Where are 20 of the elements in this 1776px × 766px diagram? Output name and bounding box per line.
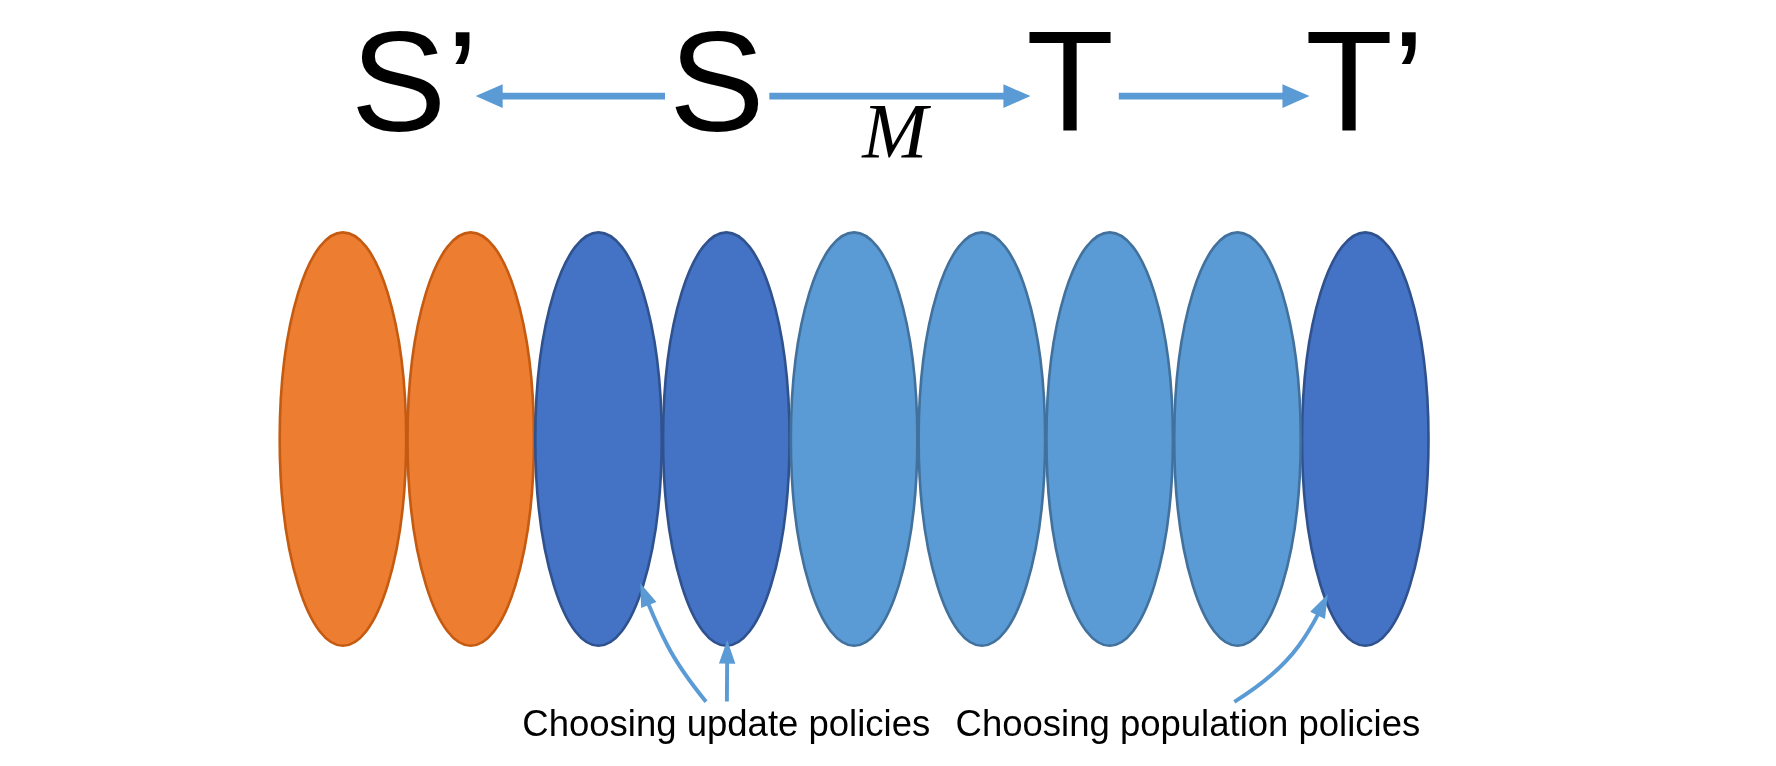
arrow: [769, 84, 1031, 108]
node-ellipse: [406, 231, 536, 648]
arrow: [1118, 84, 1310, 108]
node-text: S’: [350, 1, 479, 162]
node-text: T’: [1305, 1, 1425, 162]
node-text: Choosing population policies: [955, 703, 1421, 745]
node-ellipse: [1300, 231, 1430, 648]
arrow: [718, 640, 736, 702]
node-ellipse: [789, 231, 919, 648]
node-ellipse: [278, 231, 408, 648]
arrow: [640, 583, 708, 703]
node-ellipse: [1045, 231, 1175, 648]
arrow: [1233, 594, 1328, 704]
node-ellipse: [1172, 231, 1302, 648]
node-text: S: [668, 1, 765, 162]
node-text: T: [1026, 1, 1114, 162]
node-ellipse: [917, 231, 1047, 648]
node-ellipse: [533, 231, 664, 648]
node-ellipse: [661, 231, 791, 648]
node-text: Choosing update policies: [522, 703, 931, 745]
